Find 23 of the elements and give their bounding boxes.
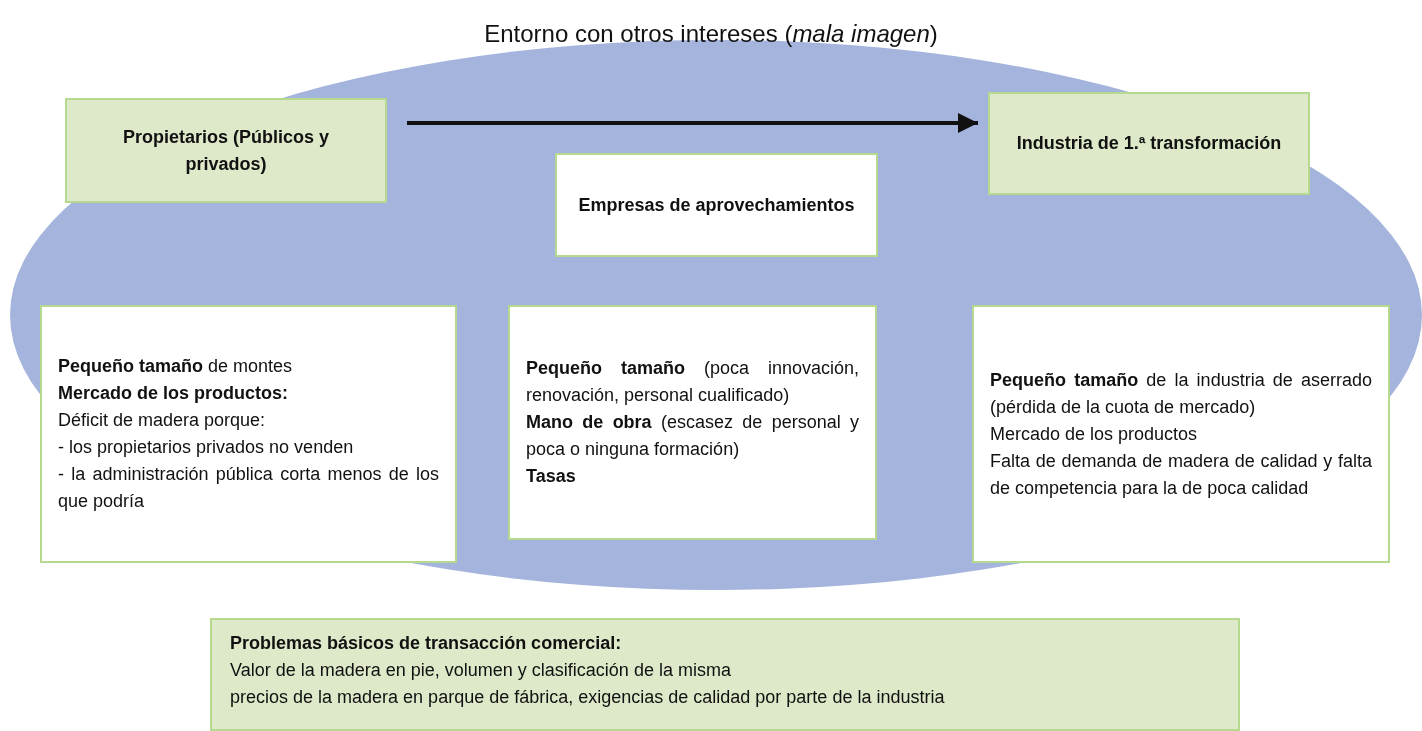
box-text: Mercado de los productos: (58, 382, 290, 405)
box-text: Tasas (526, 465, 577, 488)
box-heading: Pequeño tamaño (poca innovación, renovación, personal cualificado) (526, 357, 859, 407)
box-heading: Pequeño tamaño de montes (58, 355, 294, 378)
text-box (210, 618, 1240, 731)
text-box (555, 153, 878, 257)
box-text: Mano de obra (escasez de personal y poca o ninguna formación) (526, 411, 859, 461)
ellipse-title: Entorno con otros intereses (mala imagen) (483, 20, 939, 48)
box-text: Valor de la madera en pie, volumen y clasificación de la misma (230, 659, 732, 682)
box-text: - los propietarios privados no venden (58, 436, 355, 459)
text-box (65, 98, 387, 203)
box-heading: Propietarios (Públicos y privados) (121, 125, 331, 176)
box-heading: Problemas básicos de transacción comercial: (230, 632, 623, 655)
box-text: - la administración pública corta menos de los que podría (58, 463, 439, 513)
box-text: Mercado de los productos (990, 422, 1199, 446)
box-heading: Industria de 1.ª transformación (1015, 132, 1283, 155)
text-box (988, 92, 1310, 195)
box-heading: Empresas de aprovechamientos (577, 193, 856, 217)
box-text: Falta de demanda de madera de calidad y falta de competencia para la de poca calidad (990, 449, 1372, 500)
arrow (407, 113, 978, 133)
box-text: Déficit de madera porque: (58, 409, 267, 432)
box-text: precios de la madera en parque de fábrica, exigencias de calidad por parte de la industria (230, 686, 946, 709)
box-heading: Pequeño tamaño de la industria de aserrado (pérdida de la cuota de mercado) (990, 368, 1372, 419)
